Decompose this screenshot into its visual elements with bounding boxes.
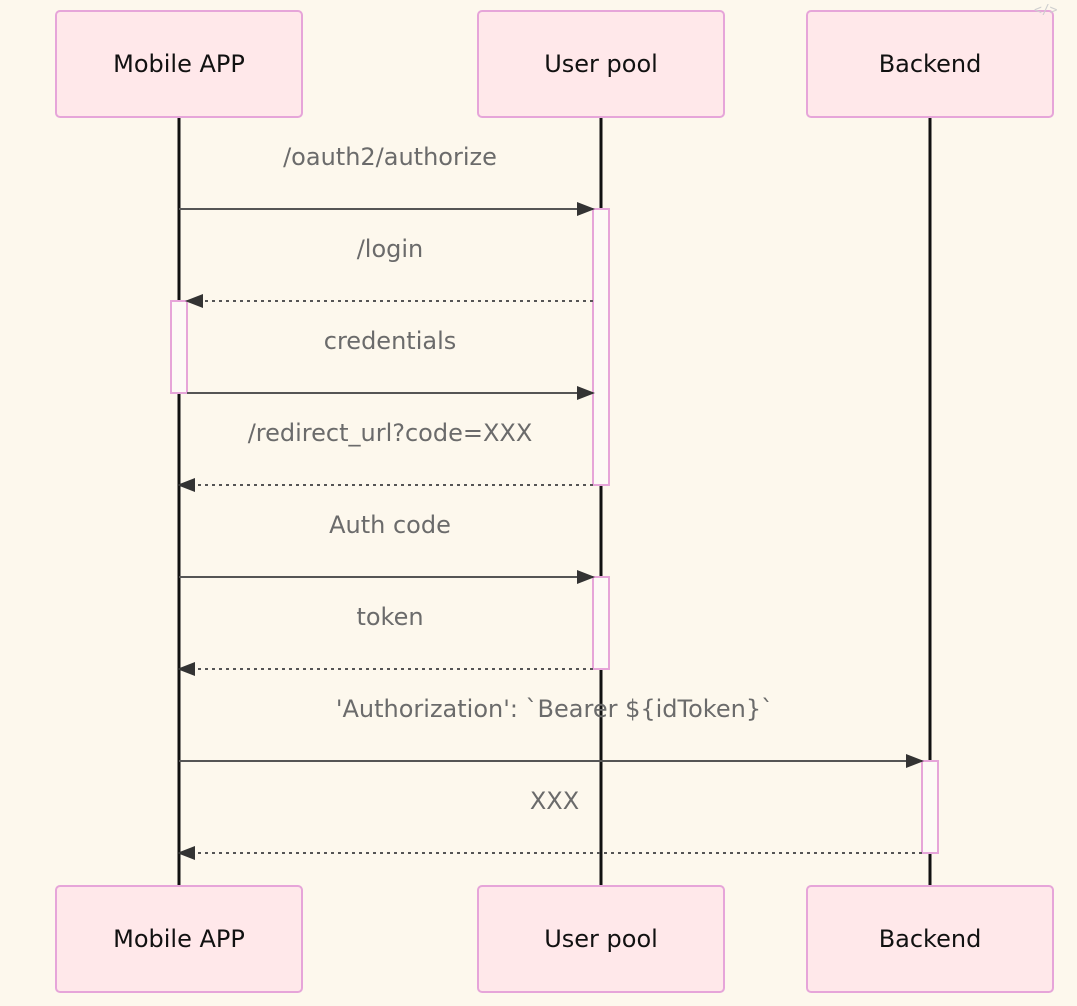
message-label: XXX [530, 787, 579, 815]
actor-box-pool-bottom[interactable]: User pool [477, 885, 725, 993]
message-label: /login [357, 235, 424, 263]
activation-bars [170, 208, 939, 854]
actor-label: User pool [544, 925, 658, 953]
messages: /oauth2/authorize/login credentials/redir… [177, 143, 924, 860]
actor-box-backend-top[interactable]: Backend [806, 10, 1054, 118]
code-icon[interactable]: </> [1034, 3, 1058, 18]
message-5: Auth code [179, 511, 595, 584]
message-label: /oauth2/authorize [283, 143, 497, 171]
actor-box [806, 10, 1054, 118]
actor-box [477, 10, 725, 118]
actor-label: Mobile APP [113, 925, 245, 953]
message-2: /login [185, 235, 593, 308]
actor-box-pool-top[interactable]: User pool [477, 10, 725, 118]
activation-bar-pool [592, 576, 610, 670]
message-8: XXX [177, 787, 922, 860]
actor-label: User pool [544, 50, 658, 78]
actor-box-app-top[interactable]: Mobile APP [55, 10, 303, 118]
activation-bar-app [170, 300, 188, 394]
message-4: /redirect_url?code=XXX [177, 419, 593, 492]
message-label: 'Authorization': `Bearer ${idToken}` [336, 695, 773, 723]
actor-box [55, 885, 303, 993]
message-3: credentials [187, 327, 595, 400]
actor-label: Mobile APP [113, 50, 245, 78]
activation-bar-pool [592, 208, 610, 486]
actor-label: Backend [879, 925, 982, 953]
lifelines [177, 117, 932, 886]
message-7: 'Authorization': `Bearer ${idToken}` [179, 695, 924, 768]
actor-box [477, 885, 725, 993]
actor-box [55, 10, 303, 118]
message-label: credentials [324, 327, 456, 355]
actor-label: Backend [879, 50, 982, 78]
message-6: token [177, 603, 593, 676]
actor-box-backend-bottom[interactable]: Backend [806, 885, 1054, 993]
message-1: /oauth2/authorize [179, 143, 595, 216]
actor-box-app-bottom[interactable]: Mobile APP [55, 885, 303, 993]
message-label: token [356, 603, 423, 631]
message-label: Auth code [329, 511, 451, 539]
message-label: /redirect_url?code=XXX [248, 419, 533, 447]
activation-bar-backend [921, 760, 939, 854]
actor-box [806, 885, 1054, 993]
